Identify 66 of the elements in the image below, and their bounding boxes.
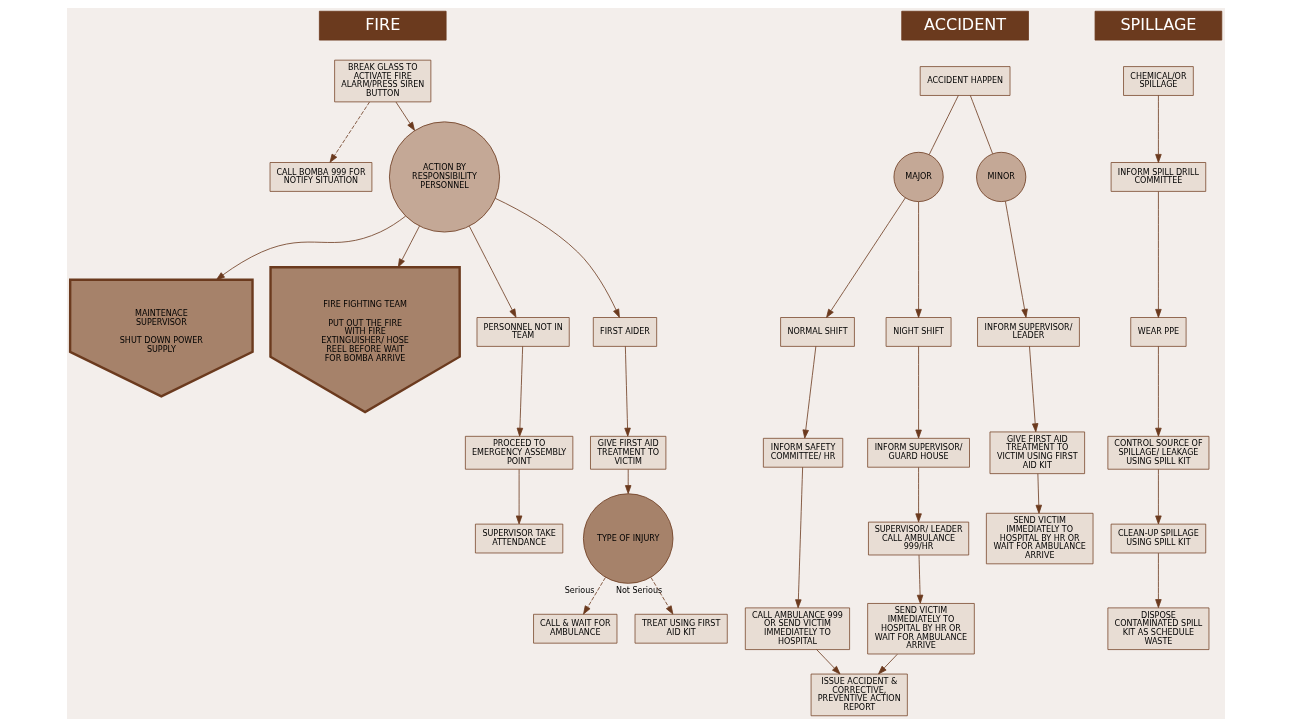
arrow	[1154, 346, 1162, 437]
arrow	[916, 554, 923, 604]
node-box: PERSONNEL NOT IN TEAM	[476, 317, 570, 347]
arrow	[397, 225, 420, 268]
node-box: NORMAL SHIFT	[779, 317, 855, 347]
node-circle: TYPE OF INJURY	[582, 493, 673, 584]
node-box: NIGHT SHIFT	[885, 317, 951, 347]
node-box: INFORM SAFETY COMMITTEE/ HR	[762, 437, 843, 468]
arrow	[468, 225, 516, 318]
arrow	[329, 101, 370, 163]
node-circle: MINOR	[975, 151, 1026, 202]
node-box: ACCIDENT HAPPEN	[919, 66, 1010, 96]
node-box: CALL AMBULANCE 999 OR SEND VICTIM IMMEDIATELY TO HOSPITAL	[744, 607, 850, 650]
node-box: ISSUE ACCIDENT & CORRECTIVE, PREVENTIVE ACTION REPORT	[810, 673, 908, 717]
arrow	[1154, 469, 1162, 525]
arrow	[623, 346, 631, 437]
arrow	[515, 469, 522, 525]
node-box: BREAK GLASS TO ACTIVATE FIRE ALARM/PRESS SIREN BUTTON	[333, 59, 431, 103]
arrow	[914, 201, 922, 318]
node-box: CLEAN-UP SPILLAGE USING SPILL KIT	[1110, 523, 1206, 554]
node-box: ACCIDENT	[900, 10, 1029, 41]
node-box: SUPERVISOR/ LEADER CALL AMBULANCE 999/HR	[867, 521, 969, 556]
node-box: SPILLAGE	[1094, 10, 1222, 41]
connector	[928, 95, 959, 156]
arrow	[1154, 552, 1162, 608]
arrow	[650, 577, 673, 615]
arrow	[1028, 346, 1038, 433]
node-box: TREAT USING FIRST AID KIT	[634, 613, 728, 644]
arrow	[825, 197, 906, 318]
edge-label: Serious	[564, 586, 594, 596]
node-box: INFORM SPILL DRILL COMMITTEE	[1110, 162, 1206, 192]
arrow	[1004, 201, 1028, 318]
edge-label: Not Serious	[615, 586, 662, 596]
connector	[969, 95, 993, 155]
node-box: SEND VICTIM IMMEDIATELY TO HOSPITAL BY HR OR WAIT FOR AMBULANCE ARRIVE	[866, 603, 975, 655]
arrow	[794, 466, 803, 609]
arrow	[395, 101, 415, 131]
arrow	[582, 577, 606, 615]
arrow	[802, 346, 816, 439]
arrow	[914, 467, 922, 523]
node-circle: MAJOR	[893, 151, 944, 202]
arrow	[624, 469, 631, 494]
node-box: PROCEED TO EMERGENCY ASSEMBLY POINT	[464, 435, 573, 470]
node-box: SUPERVISOR TAKE ATTENDANCE	[474, 523, 563, 554]
arrow	[494, 198, 620, 318]
node-box: DISPOSE CONTAMINATED SPILL KIT AS SCHEDULE WASTE	[1107, 607, 1209, 650]
node-box: FIRE	[318, 10, 446, 41]
arrow	[815, 649, 840, 675]
node-box: WEAR PPE	[1129, 317, 1186, 347]
arrow	[215, 215, 406, 281]
node-box: INFORM SUPERVISOR/ LEADER	[976, 317, 1080, 347]
node-box: CALL & WAIT FOR AMBULANCE	[532, 613, 617, 644]
arrow	[914, 346, 922, 439]
arrow	[1154, 191, 1162, 318]
node-box: INFORM SUPERVISOR/ GUARD HOUSE	[866, 437, 970, 468]
node-box: SEND VICTIM IMMEDIATELY TO HOSPITAL BY HR OR WAIT FOR AMBULANCE ARRIVE	[985, 512, 1093, 565]
node-box: CHEMICAL/OR SPILLAGE	[1122, 66, 1194, 96]
arrow	[1035, 473, 1042, 514]
node-box: GIVE FIRST AID TREATMENT TO VICTIM	[589, 435, 666, 470]
arrow	[516, 346, 523, 437]
arrow	[877, 653, 898, 675]
node-box: CALL BOMBA 999 FOR NOTIFY SITUATION	[269, 162, 372, 192]
arrow	[1154, 95, 1162, 163]
node-box: GIVE FIRST AID TREATMENT TO VICTIM USING FIRST AID KIT	[989, 431, 1085, 475]
node-box: CONTROL SOURCE OF SPILLAGE/ LEAKAGE USING SPILL KIT	[1107, 435, 1209, 470]
node-box: FIRST AIDER	[592, 317, 657, 347]
